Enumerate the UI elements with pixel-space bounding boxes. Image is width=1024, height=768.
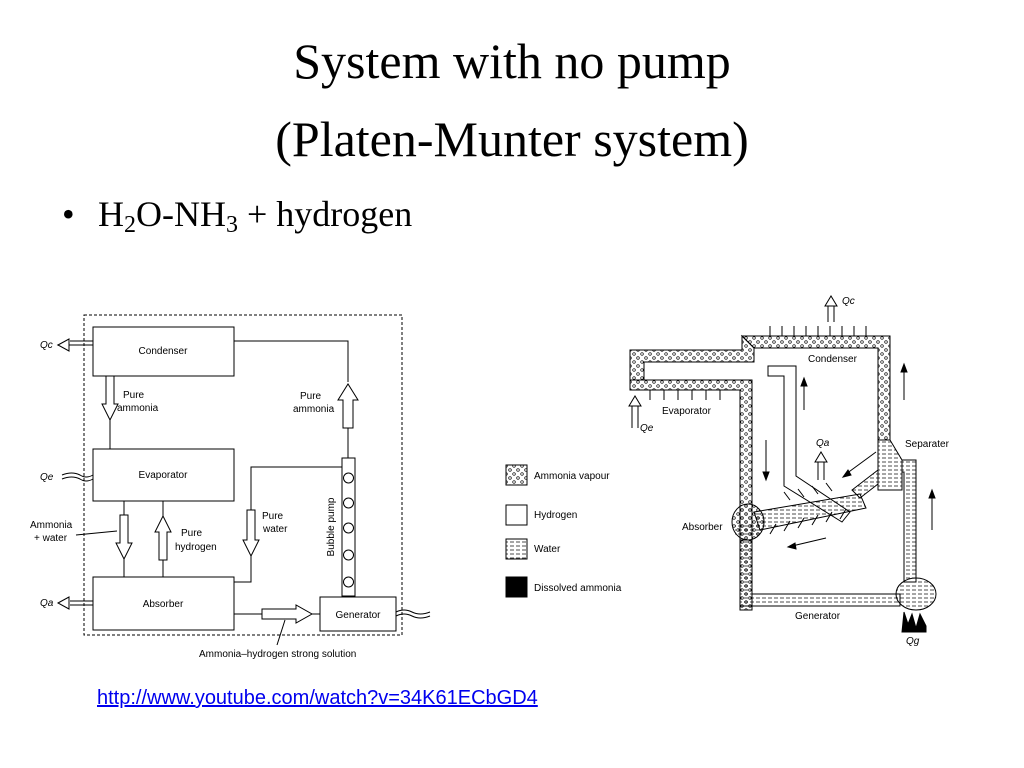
bubble-pump-bubbles: [343, 472, 354, 588]
legend-dissolved-ammonia: Dissolved ammonia: [534, 583, 622, 594]
formula-rest: + hydrogen: [237, 194, 413, 234]
legend-ammonia-vapour: Ammonia vapour: [534, 471, 610, 482]
condenser-box: [92, 326, 235, 377]
pure-ammonia-right-line2: ammonia: [293, 404, 335, 415]
pure-water-line2: water: [262, 524, 288, 535]
qa-pipe-arrow: [817, 462, 825, 480]
block-diagram: Condenser Evaporator Absorber Generator …: [30, 314, 431, 660]
qc-pipe-arrow: [827, 306, 835, 322]
qa-label: Qa: [40, 598, 54, 609]
legend: Ammonia vapour Hydrogen Water Dissolved …: [505, 464, 622, 598]
slide-title-line-2: (Platen-Munter system): [275, 111, 749, 167]
absorber-fins: [769, 482, 847, 535]
qe-pipe-arrow: [631, 406, 639, 428]
ammonia-water-down-arrow: [115, 514, 133, 561]
condenser-fins: [769, 326, 867, 336]
youtube-link[interactable]: http://www.youtube.com/watch?v=34K61ECbG…: [97, 687, 538, 709]
separator-vessel: [877, 439, 903, 491]
absorber-label: Absorber: [143, 599, 184, 610]
qa-heat-out-arrow: [70, 600, 93, 606]
condenser-label: Condenser: [139, 346, 189, 357]
qe-pipe-label: Qe: [640, 423, 654, 434]
condenser-to-evaporator-pipe: [629, 334, 755, 381]
bubble-pump-label: Bubble pump: [326, 497, 337, 556]
bullet-item: • H2O-NH3 + hydrogen: [62, 192, 413, 238]
qc-label: Qc: [40, 340, 53, 351]
bubble-pump-tube: [341, 457, 356, 597]
formula-sub-2: 2: [124, 212, 136, 238]
legend-swatch-water: [505, 538, 528, 560]
flow-arrows: [762, 362, 936, 550]
pure-water-down-arrow: [242, 509, 260, 558]
condenser-return-line: [234, 340, 349, 382]
qe-label: Qe: [40, 472, 54, 483]
ammonia-water-line1: Ammonia: [30, 520, 73, 531]
burner-flame-icon: [901, 611, 927, 633]
pure-ammonia-down-arrow: [101, 375, 119, 422]
pure-ammonia-left-line1: Pure: [123, 390, 145, 401]
qg-pipe-label: Qg: [906, 636, 920, 647]
generator-pipe: [739, 539, 901, 607]
pure-water-line: [250, 466, 342, 510]
riser-pipe: [901, 459, 917, 583]
legend-hydrogen: Hydrogen: [534, 510, 577, 521]
pure-hydrogen-line1: Pure: [181, 528, 203, 539]
generator-pipe-label: Generator: [795, 611, 841, 622]
condenser-pipe-label: Condenser: [808, 354, 858, 365]
pure-ammonia-up-arrow: [337, 383, 359, 429]
hydrogen-return-pipe: [767, 365, 851, 523]
pure-hydrogen-up-arrow: [154, 514, 172, 561]
legend-swatch-ammonia-vapour: [505, 464, 528, 486]
legend-water: Water: [534, 544, 561, 555]
qa-pipe-label: Qa: [816, 438, 830, 449]
evaporator-fins: [649, 390, 721, 400]
pure-hydrogen-line2: hydrogen: [175, 542, 217, 553]
bullet-dot: •: [62, 194, 75, 234]
separator-label: Separater: [905, 439, 950, 450]
pure-ammonia-left-line2: ammonia: [117, 403, 159, 414]
strong-solution-arrow: [261, 604, 314, 624]
generator-vessel: [895, 577, 937, 611]
condenser-pipe: [740, 335, 891, 441]
absorber-pipe-label: Absorber: [682, 522, 723, 533]
evaporator-label: Evaporator: [139, 470, 189, 481]
formula-sub-3: 3: [225, 212, 238, 238]
ammonia-water-line2: + water: [34, 533, 68, 544]
legend-swatch-dissolved-ammonia: [505, 576, 528, 598]
evaporator-pipe-label: Evaporator: [662, 406, 712, 417]
qg-heat-in-arrow: [395, 609, 431, 619]
qc-pipe-label: Qc: [842, 296, 855, 307]
system-boundary: [83, 314, 403, 636]
pipe-diagram: Condenser Qc Evaporator Qe Absorbe: [628, 295, 950, 647]
generator-label: Generator: [335, 610, 381, 621]
formula-o-nh: O-NH: [136, 194, 226, 234]
qe-heat-in-arrow: [61, 472, 94, 482]
evaporator-pipe: [629, 379, 753, 611]
legend-swatch-hydrogen: [505, 504, 528, 526]
slide-title-line-1: System with no pump: [293, 33, 731, 89]
pure-ammonia-right-line1: Pure: [300, 391, 322, 402]
strong-solution-label: Ammonia–hydrogen strong solution: [199, 649, 356, 660]
formula-h: H: [98, 194, 124, 234]
pure-water-line1: Pure: [262, 511, 284, 522]
